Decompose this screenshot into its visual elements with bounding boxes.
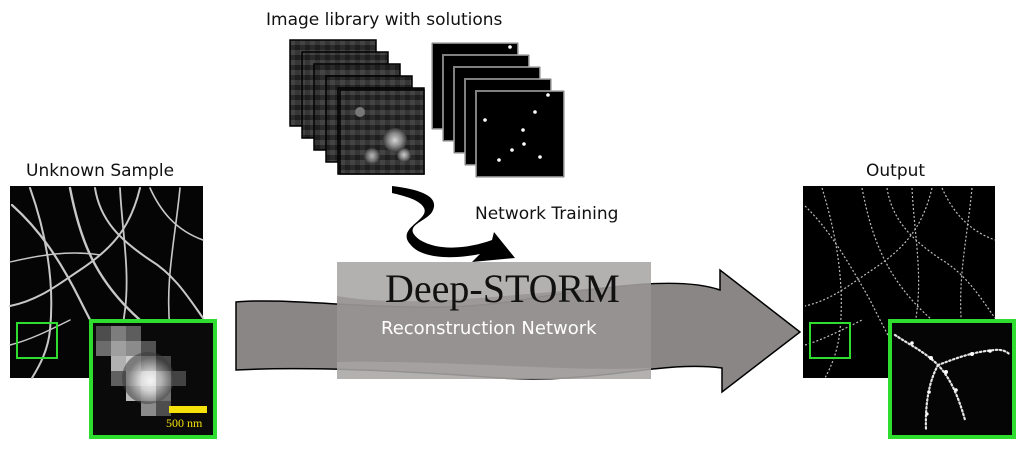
input-zoom-inset	[89, 319, 217, 439]
output-roi-box	[809, 322, 851, 359]
network-subtitle: Reconstruction Network	[381, 318, 597, 339]
library-title: Image library with solutions	[266, 10, 503, 30]
output-zoom-inset	[888, 319, 1016, 439]
training-arrow	[392, 186, 515, 262]
training-label: Network Training	[475, 204, 619, 224]
scale-bar-label: 500 nm	[166, 416, 203, 430]
scale-bar	[169, 406, 207, 413]
solution-image-stack	[431, 42, 565, 178]
output-title: Output	[866, 161, 926, 181]
training-image-stack	[289, 39, 425, 175]
network-name: Deep-STORM	[385, 266, 620, 311]
input-title: Unknown Sample	[26, 161, 175, 181]
input-roi-box	[16, 322, 58, 359]
